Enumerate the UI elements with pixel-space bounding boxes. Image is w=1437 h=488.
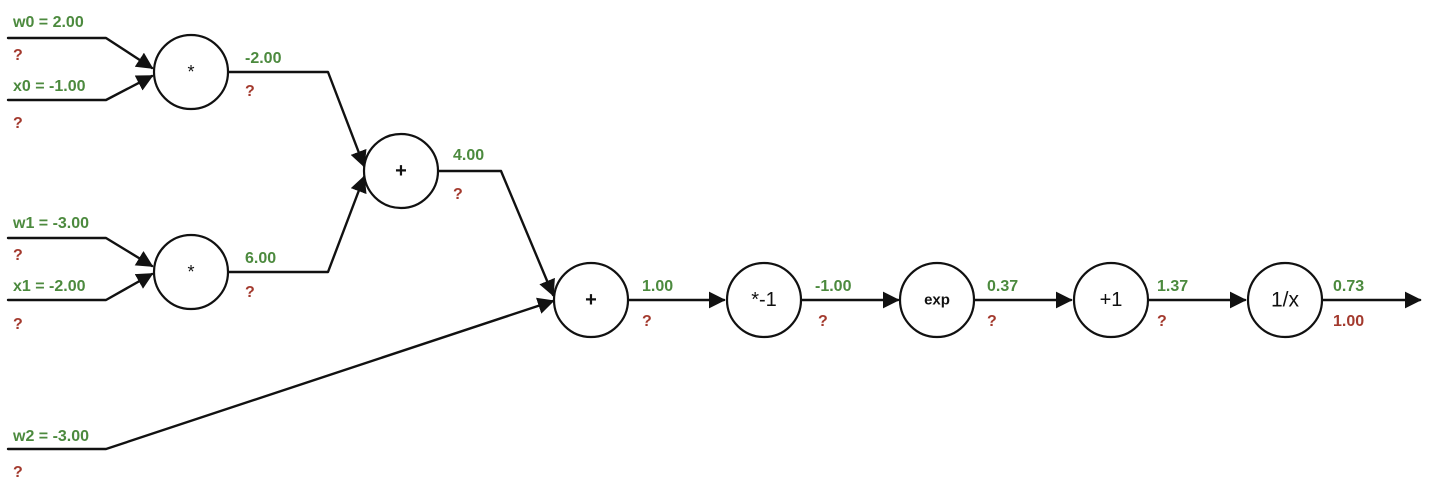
node-mul2: *	[152, 233, 230, 311]
node-output-labels: -2.00 ? 6.00 ? 4.00 ? 1.00 ? -1.00 ? 0.3…	[245, 50, 1364, 330]
edge-add1-add2	[436, 169, 555, 297]
node-plus1: +1	[1072, 261, 1150, 339]
input-w2-grad: ?	[13, 464, 23, 481]
input-w2-label: w2 = -3.00	[12, 428, 89, 445]
node-add2-op: +	[585, 289, 597, 311]
node-mul1: *	[152, 33, 230, 111]
input-w1-label: w1 = -3.00	[12, 215, 89, 232]
node-neg: *-1	[725, 261, 803, 339]
exp-grad: ?	[987, 313, 997, 330]
mul1-grad: ?	[245, 83, 255, 100]
neg-grad: ?	[818, 313, 828, 330]
edge-mul2-add1	[227, 175, 367, 274]
node-add1-op: +	[395, 160, 407, 182]
mul2-value: 6.00	[245, 250, 276, 267]
add1-value: 4.00	[453, 147, 484, 164]
input-labels: w0 = 2.00 ? x0 = -1.00 ? w1 = -3.00 ? x1…	[12, 14, 89, 481]
mul1-value: -2.00	[245, 50, 282, 67]
neg-value: -1.00	[815, 278, 852, 295]
recip-value: 0.73	[1333, 278, 1364, 295]
add2-grad: ?	[642, 313, 652, 330]
add1-grad: ?	[453, 186, 463, 203]
node-recip-op: 1/x	[1271, 289, 1300, 312]
exp-value: 0.37	[987, 278, 1018, 295]
wires	[6, 36, 1422, 451]
node-add2: +	[552, 261, 630, 339]
input-x0-label: x0 = -1.00	[13, 78, 86, 95]
add2-value: 1.00	[642, 278, 673, 295]
node-add1: +	[362, 132, 440, 210]
node-exp: exp	[898, 261, 976, 339]
edge-w0-mul1	[6, 36, 154, 70]
plus1-value: 1.37	[1157, 278, 1188, 295]
node-exp-op: exp	[924, 292, 950, 309]
input-w0-label: w0 = 2.00	[12, 14, 84, 31]
node-plus1-op: +1	[1100, 289, 1123, 311]
input-w0-grad: ?	[13, 47, 23, 64]
edge-x0-mul1	[6, 74, 154, 102]
input-w1-grad: ?	[13, 247, 23, 264]
input-x0-grad: ?	[13, 115, 23, 132]
node-mul1-op: *	[187, 62, 194, 82]
node-mul2-op: *	[187, 262, 194, 282]
recip-grad: 1.00	[1333, 313, 1364, 330]
edge-w2-add2	[6, 297, 555, 451]
node-recip: 1/x	[1246, 261, 1324, 339]
edge-mul1-add1	[227, 70, 367, 168]
edge-w1-mul2	[6, 236, 154, 268]
node-neg-op: *-1	[751, 289, 777, 311]
input-x1-grad: ?	[13, 316, 23, 333]
plus1-grad: ?	[1157, 313, 1167, 330]
input-x1-label: x1 = -2.00	[13, 278, 86, 295]
edge-x1-mul2	[6, 272, 154, 302]
mul2-grad: ?	[245, 284, 255, 301]
